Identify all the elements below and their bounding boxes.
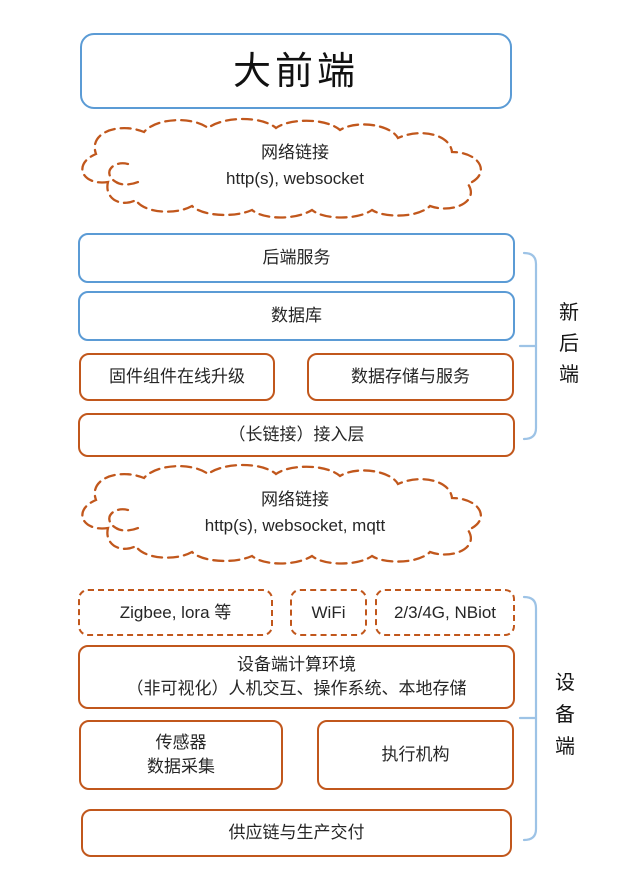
database-box: 数据库 [78,291,515,341]
backend-bracket [518,251,538,441]
zigbee-box: Zigbee, lora 等 [78,589,273,636]
sensor-box: 传感器 数据采集 [79,720,283,790]
backend-services-label: 后端服务 [262,248,331,267]
sensor-sublabel: 数据采集 [147,757,215,776]
device-computing-title: 设备端计算环境 [237,655,356,674]
big-frontend-box: 大前端 [80,33,512,109]
cloud-title: 网络链接 [261,490,329,509]
supply-chain-box: 供应链与生产交付 [81,809,512,857]
cellular-box: 2/3/4G, NBiot [375,589,515,636]
cloud-protocols: http(s), websocket [226,169,364,188]
firmware-upgrade-box: 固件组件在线升级 [79,353,275,401]
cloud-inner-curl [108,162,144,186]
cloud-title: 网络链接 [261,143,329,162]
backend-bracket-label: 新后端 [559,300,579,386]
cellular-label: 2/3/4G, NBiot [393,602,497,622]
actuator-label: 执行机构 [381,745,450,764]
device-bracket-label: 设备端 [555,670,575,758]
network-cloud-top [81,117,482,219]
zigbee-label: Zigbee, lora 等 [119,602,232,622]
cloud-protocols: http(s), websocket, mqtt [204,516,386,535]
network-cloud-top-label: 网络链接 http(s), websocket [180,140,410,192]
sensor-label: 传感器 [155,733,207,752]
data-storage-label: 数据存储与服务 [351,367,470,386]
cloud-outline [81,463,482,565]
big-frontend-label: 大前端 [232,49,359,93]
actuator-box: 执行机构 [317,720,514,790]
wifi-box: WiFi [290,589,367,636]
network-cloud-bottom-label: 网络链接 http(s), websocket, mqtt [180,487,410,539]
database-label: 数据库 [271,306,322,325]
supply-chain-label: 供应链与生产交付 [228,823,365,842]
access-layer-label: （长链接）接入层 [228,425,365,444]
backend-services-box: 后端服务 [78,233,515,283]
network-cloud-bottom [81,463,482,565]
device-computing-detail: （非可视化）人机交互、操作系统、本地存储 [126,679,467,698]
wifi-label: WiFi [311,602,346,622]
cloud-outline [81,117,482,219]
firmware-upgrade-label: 固件组件在线升级 [109,367,245,386]
device-bracket [518,595,538,842]
device-computing-box: 设备端计算环境 （非可视化）人机交互、操作系统、本地存储 [78,645,515,709]
data-storage-box: 数据存储与服务 [307,353,514,401]
cloud-inner-curl [108,508,144,532]
access-layer-box: （长链接）接入层 [78,413,515,457]
